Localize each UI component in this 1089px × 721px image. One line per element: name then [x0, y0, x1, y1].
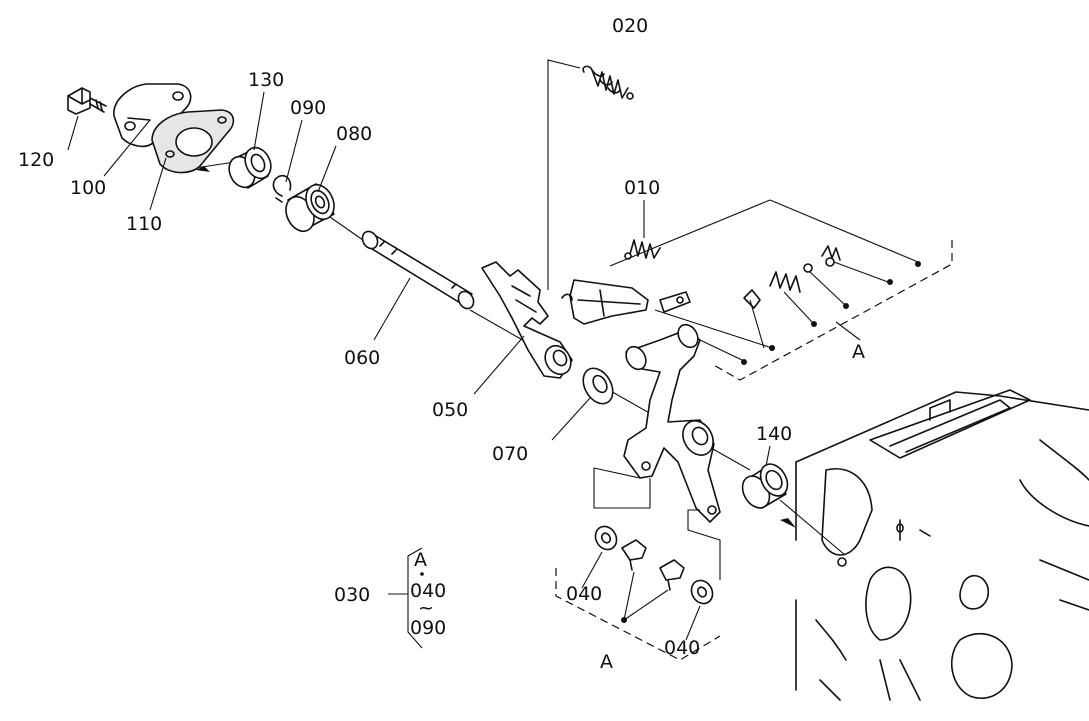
label-010: 010: [624, 177, 660, 199]
part-110-gasket: [151, 109, 235, 174]
legend-range-from: 040: [410, 580, 446, 602]
assembly-legend: 030 A 040 ~ 090: [334, 547, 446, 649]
label-110: 110: [126, 213, 162, 235]
engine-block: [795, 389, 1089, 701]
legend-range-to: 090: [410, 617, 446, 639]
leader-020: [547, 59, 581, 290]
label-090: 090: [290, 97, 326, 119]
label-040-right: 040: [664, 637, 700, 659]
part-060-shaft: [361, 230, 475, 310]
part-080-bearing: [285, 183, 335, 233]
part-010-spring: [624, 239, 661, 260]
legend-ref: A: [414, 549, 427, 571]
part-020-spring: [582, 65, 634, 100]
legend-range-tilde: ~: [418, 597, 434, 619]
part-140-bearing: [741, 463, 789, 509]
label-ref-a-upper: A: [852, 341, 865, 363]
label-130: 130: [248, 69, 284, 91]
label-020: 020: [612, 15, 648, 37]
legend-assembly-number: 030: [334, 584, 370, 606]
label-070: 070: [492, 443, 528, 465]
label-060: 060: [344, 347, 380, 369]
linkage-plate: [561, 279, 691, 325]
label-080: 080: [336, 123, 372, 145]
part-fork-lever: [623, 323, 721, 523]
label-120: 120: [18, 149, 54, 171]
label-050: 050: [432, 399, 468, 421]
label-040-left: 040: [566, 583, 602, 605]
leader-lines: [67, 91, 861, 641]
part-070-washer: [582, 367, 614, 405]
group-a-lower-parts: [555, 467, 721, 661]
part-100-flange-cover: [113, 83, 192, 148]
part-130-seal: [228, 146, 272, 189]
group-a-upper-parts: [609, 199, 953, 381]
label-140: 140: [756, 423, 792, 445]
label-ref-a-lower: A: [600, 651, 613, 673]
callout-labels: 020 010 130 090 080 120 100 110 060 050 …: [18, 15, 865, 673]
part-050-lever: [481, 261, 573, 379]
label-100: 100: [70, 177, 106, 199]
part-120-bolt: [67, 87, 107, 115]
part-090-circlip: [272, 174, 292, 203]
